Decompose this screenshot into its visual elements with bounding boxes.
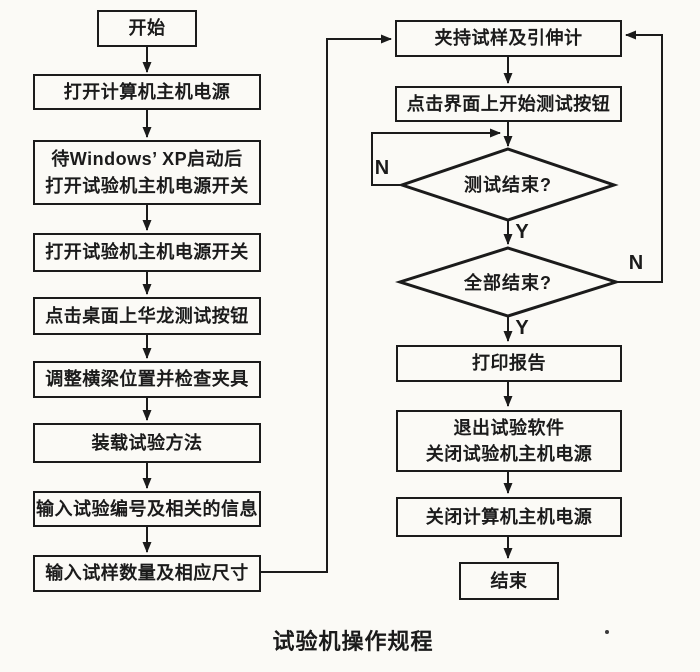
- node-print-report: 打印报告: [396, 345, 622, 382]
- figure-caption: 试验机操作规程: [272, 629, 434, 654]
- connector-left-to-right-column: [261, 34, 392, 573]
- decision1-yes-label: Y: [515, 221, 529, 243]
- node-open-computer-power: 打开计算机主机电源: [33, 74, 261, 110]
- node-exit-software-power-off-machine: 退出试验软件 关闭试验机主机电源: [396, 410, 622, 472]
- node-click-start-test-button: 点击界面上开始测试按钮: [395, 86, 622, 122]
- node-input-test-number-info: 输入试验编号及相关的信息: [33, 491, 261, 527]
- node-input-specimen-quantity-size: 输入试样数量及相应尺寸: [33, 555, 261, 592]
- node-end: 结束: [459, 562, 559, 600]
- decision2-label: 全部结束?: [464, 273, 552, 293]
- decision1-label: 测试结束?: [464, 175, 552, 195]
- node-load-test-method: 装载试验方法: [33, 423, 261, 463]
- node-start: 开始: [97, 10, 197, 47]
- decision2-yes-label: Y: [515, 317, 529, 339]
- node-wait-windows-startup: 待Windows’ XP启动后 打开试验机主机电源开关: [33, 140, 261, 205]
- node-click-hualong-test-button: 点击桌面上华龙测试按钮: [33, 297, 261, 335]
- node-power-off-computer: 关闭计算机主机电源: [396, 497, 622, 537]
- node-open-machine-power-switch: 打开试验机主机电源开关: [33, 233, 261, 272]
- node-adjust-crossbeam-check-fixture: 调整横梁位置并检查夹具: [33, 361, 261, 398]
- stray-ink-dot: [605, 630, 609, 634]
- connector-decision2-no-loop: [616, 30, 663, 283]
- node-clamp-specimen-extensometer: 夹持试样及引伸计: [395, 20, 622, 57]
- decision1-no-label: N: [374, 157, 390, 179]
- decision2-no-label: N: [628, 252, 644, 274]
